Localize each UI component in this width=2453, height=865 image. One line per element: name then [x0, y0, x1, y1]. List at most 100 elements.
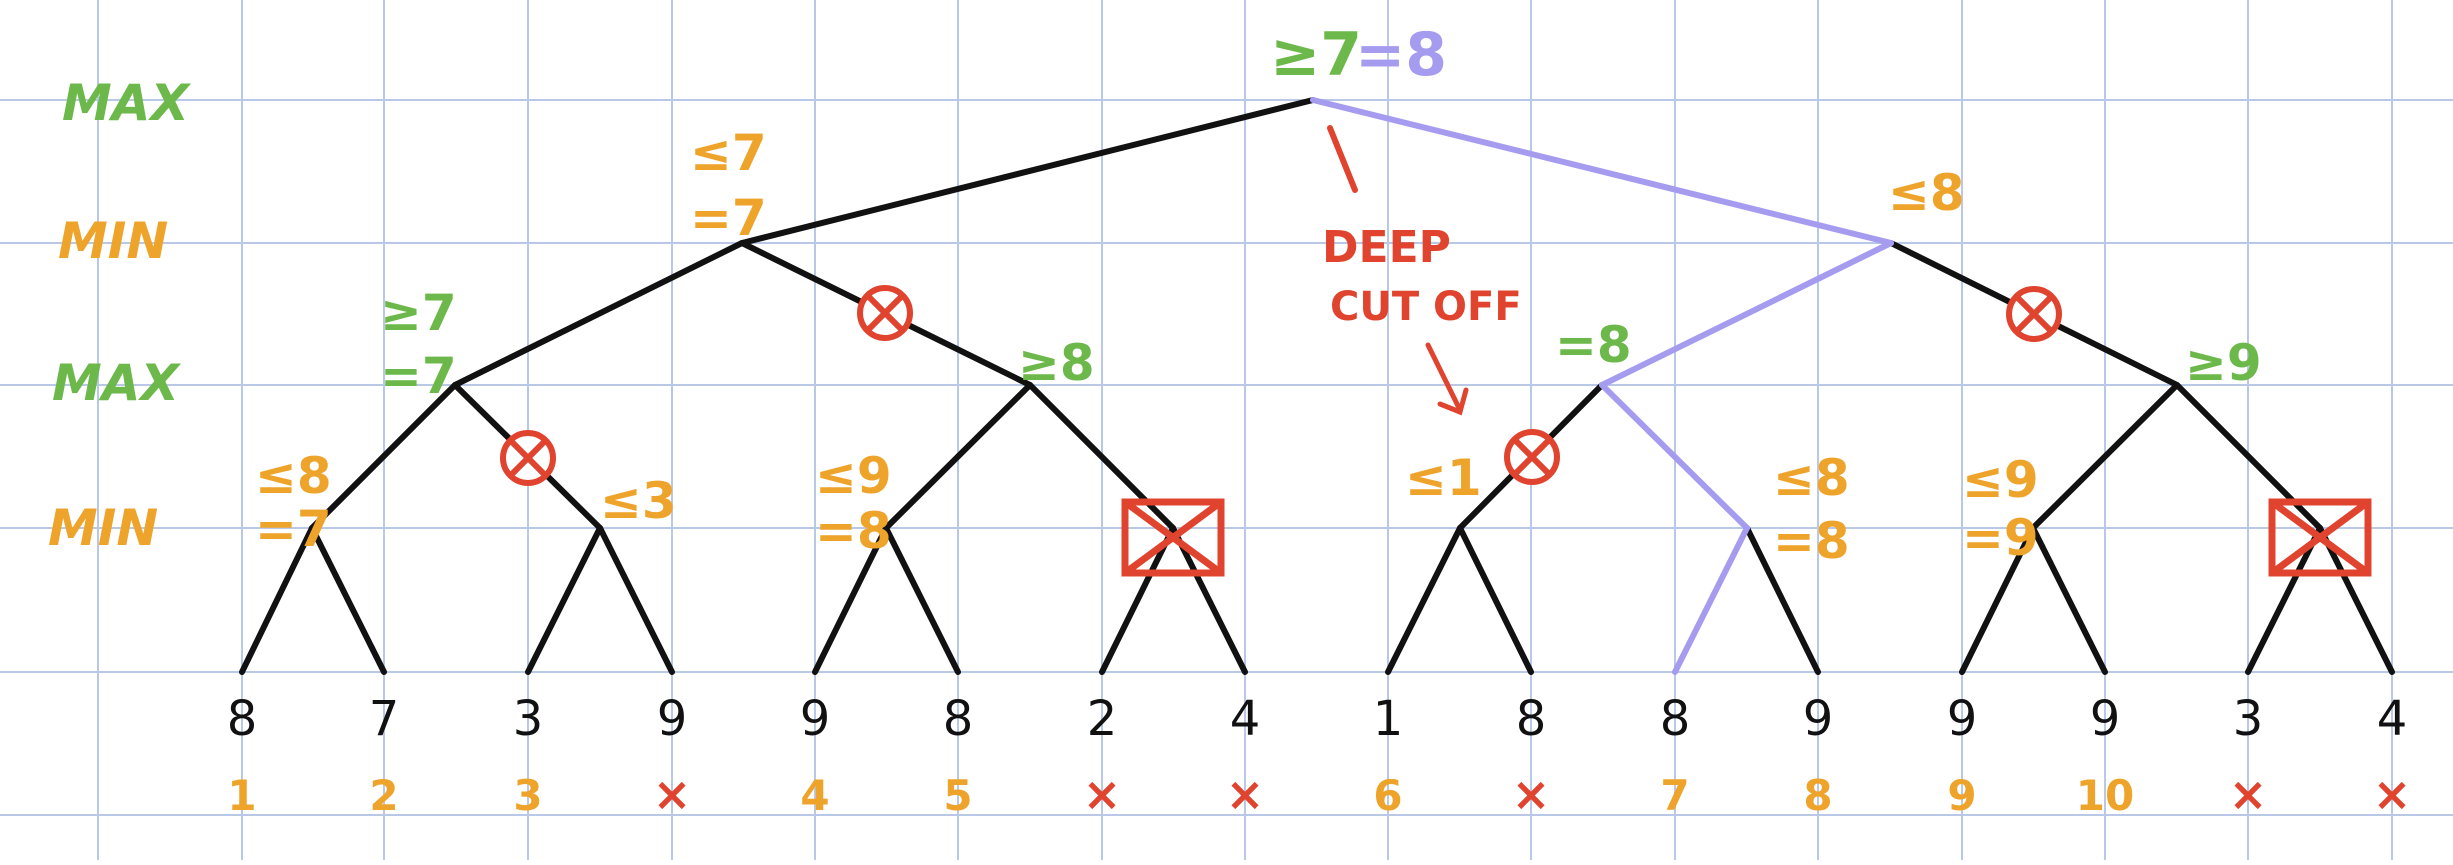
min-right-bound: ≤8 [1888, 164, 1965, 222]
leaf-value: 7 [369, 691, 400, 747]
visit-order-number: 7 [1660, 771, 1689, 820]
min-e-bound: ≤1 [1405, 449, 1482, 507]
leaf-value: 9 [800, 691, 831, 747]
min-f-bound: ≤8 [1773, 449, 1850, 507]
path-minright-maxc [1599, 240, 1894, 388]
edge-mind-leaf7 [1099, 525, 1176, 675]
deep-cutoff-line1: DEEP [1322, 222, 1451, 273]
leaf-value: 9 [1947, 691, 1978, 747]
path-maxc-minf [1599, 382, 1750, 531]
arrow-down-icon [1425, 342, 1469, 416]
min-g-bound: ≤9 [1962, 451, 2039, 509]
edge-maxd-ming [2030, 382, 2180, 531]
visit-order-number: 5 [943, 771, 972, 820]
min-left-bound: ≤7 [690, 124, 767, 182]
edge-mina-leaf1 [239, 525, 315, 675]
prune-box-x-icon [2268, 498, 2372, 577]
pruned-leaf-mark: × [2229, 767, 2268, 821]
edge-mine-leaf9 [1385, 525, 1463, 675]
pruned-branch-markers [500, 285, 2062, 486]
min-b-bound: ≤3 [600, 472, 677, 530]
root-value: =8 [1355, 20, 1447, 90]
edge-minc-leaf5 [812, 525, 889, 675]
min-c-value: =8 [815, 502, 892, 560]
min-c-bound: ≤9 [815, 447, 892, 505]
visit-order-number: 6 [1373, 771, 1402, 820]
edge-maxb-minc [883, 382, 1033, 531]
pruned-leaf-mark: × [2373, 767, 2412, 821]
visit-order-number: 4 [800, 771, 829, 820]
visit-order-number: 3 [513, 771, 542, 820]
path-root-minright [1310, 97, 1894, 246]
min-f-value: =8 [1773, 512, 1850, 570]
edge-ming-leaf13 [1959, 525, 2036, 675]
visit-order-number: 1 [227, 771, 256, 820]
leaf-value: 4 [1230, 691, 1261, 747]
leaf-value: 8 [943, 691, 974, 747]
min-a-bound: ≤8 [255, 447, 332, 505]
edge-minleft-maxa [452, 240, 745, 388]
prune-circle-x-icon [2006, 286, 2062, 342]
edge-minf-leaf12 [1744, 525, 1821, 675]
leaf-value: 3 [513, 691, 544, 747]
edge-mina-leaf2 [309, 525, 387, 675]
deep-cutoff-annotation: DEEP CUT OFF [1322, 125, 1522, 416]
prune-circle-x-icon [500, 430, 556, 486]
leaf-values: 8 7 3 9 9 8 2 4 1 8 8 9 9 9 3 4 [227, 691, 2408, 747]
edge-ming-leaf14 [2030, 525, 2108, 675]
edge-minh-leaf16 [2317, 525, 2395, 675]
leaf-value: 4 [2377, 691, 2408, 747]
visit-order-number: 9 [1947, 771, 1976, 820]
min-left-value: =7 [690, 189, 767, 247]
visit-order-number: 8 [1803, 771, 1832, 820]
leaf-value: 9 [2090, 691, 2121, 747]
pruned-leaf-mark: × [1512, 767, 1551, 821]
max-b-bound: ≥8 [1018, 334, 1095, 392]
level-label-min-upper: MIN [58, 212, 168, 270]
max-d-bound: ≥9 [2185, 334, 2262, 392]
leaf-value: 1 [1373, 691, 1404, 747]
max-a-bound: ≥7 [380, 284, 457, 342]
edge-minh-leaf15 [2245, 525, 2323, 675]
prune-circle-x-icon [857, 285, 913, 341]
edge-minb-leaf4 [597, 525, 675, 675]
level-label-max-top: MAX [62, 74, 191, 132]
level-label-min-bottom: MIN [48, 499, 158, 557]
visit-order-row: 1 2 3 × 4 5 × × 6 × 7 8 9 10 × × [227, 767, 2411, 821]
max-a-value: =7 [380, 347, 457, 405]
root-bound: ≥7 [1270, 20, 1362, 90]
principal-variation-path [1310, 97, 1894, 675]
leaf-value: 9 [657, 691, 688, 747]
pruned-leaf-mark: × [1226, 767, 1265, 821]
visit-order-number: 10 [2076, 771, 2134, 820]
leaf-value: 3 [2233, 691, 2264, 747]
edge-minc-leaf6 [883, 525, 961, 675]
pruned-leaf-mark: × [653, 767, 692, 821]
prune-box-x-icon [1121, 498, 1225, 577]
leaf-value: 2 [1087, 691, 1118, 747]
edge-mine-leaf10 [1457, 525, 1534, 675]
min-g-value: =9 [1962, 509, 2039, 567]
edge-minb-leaf3 [525, 525, 603, 675]
leaf-value: 8 [1516, 691, 1547, 747]
min-a-value: =7 [255, 500, 332, 558]
deep-cutoff-tick [1327, 125, 1358, 193]
edge-root-minleft [739, 97, 1316, 246]
edge-mind-leaf8 [1170, 525, 1248, 675]
pruned-node-markers [1121, 498, 2372, 577]
path-minf-leaf11 [1672, 525, 1750, 675]
prune-circle-x-icon [1504, 429, 1560, 485]
deep-cutoff-line2: CUT OFF [1330, 284, 1522, 330]
leaf-value: 8 [227, 691, 258, 747]
tree-edges [239, 97, 2395, 675]
pruned-leaf-mark: × [1083, 767, 1122, 821]
visit-order-number: 2 [369, 771, 398, 820]
leaf-value: 9 [1803, 691, 1834, 747]
max-c-bound: =8 [1555, 316, 1632, 374]
leaf-value: 8 [1660, 691, 1691, 747]
level-label-max-lower: MAX [52, 354, 181, 412]
edge-maxa-mina [309, 382, 458, 531]
